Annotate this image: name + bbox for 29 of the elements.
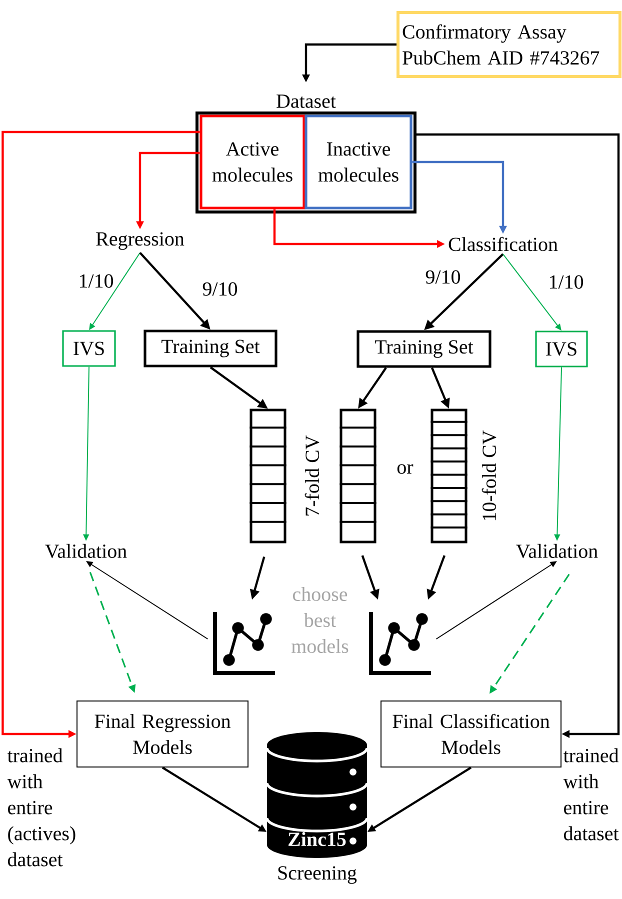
- arrow: [416, 133, 620, 738]
- step-label: Classification: [448, 236, 558, 252]
- line-chart-icon: [369, 612, 431, 675]
- edge-label: 1/10: [550, 275, 584, 289]
- note-text: choose best models: [292, 586, 348, 654]
- edge-label: 9/10: [202, 282, 238, 296]
- step-label: Validation: [516, 544, 598, 558]
- edge-label: 1/10: [80, 274, 114, 288]
- database-label: Screening: [278, 866, 357, 884]
- fold-label: 10-fold CV: [482, 430, 496, 520]
- edge-label: 9/10: [426, 270, 460, 284]
- process-box: IVS: [535, 330, 588, 368]
- line-chart-icon: [213, 612, 275, 675]
- step-label: Regression: [96, 232, 184, 250]
- note-text: trained with entire dataset: [563, 748, 619, 840]
- process-box: Training Set: [144, 330, 278, 368]
- fold-label: 7-fold CV: [304, 435, 320, 516]
- process-box: IVS: [62, 330, 116, 367]
- fold-stack: [340, 408, 376, 544]
- molecule-box: Active molecules: [200, 114, 306, 210]
- source-box: Confirmatory Assay PubChem AID #743267: [396, 11, 622, 78]
- step-label: Validation: [45, 544, 127, 558]
- box-title: Dataset: [276, 94, 336, 108]
- process-box: Final Regression Models: [76, 700, 248, 768]
- molecule-box: Inactive molecules: [304, 114, 412, 210]
- note-text: or: [397, 464, 414, 474]
- process-box: Training Set: [356, 330, 492, 368]
- process-box: Final Classification Models: [380, 700, 562, 768]
- note-text: trained with entire (actives) dataset: [7, 748, 76, 866]
